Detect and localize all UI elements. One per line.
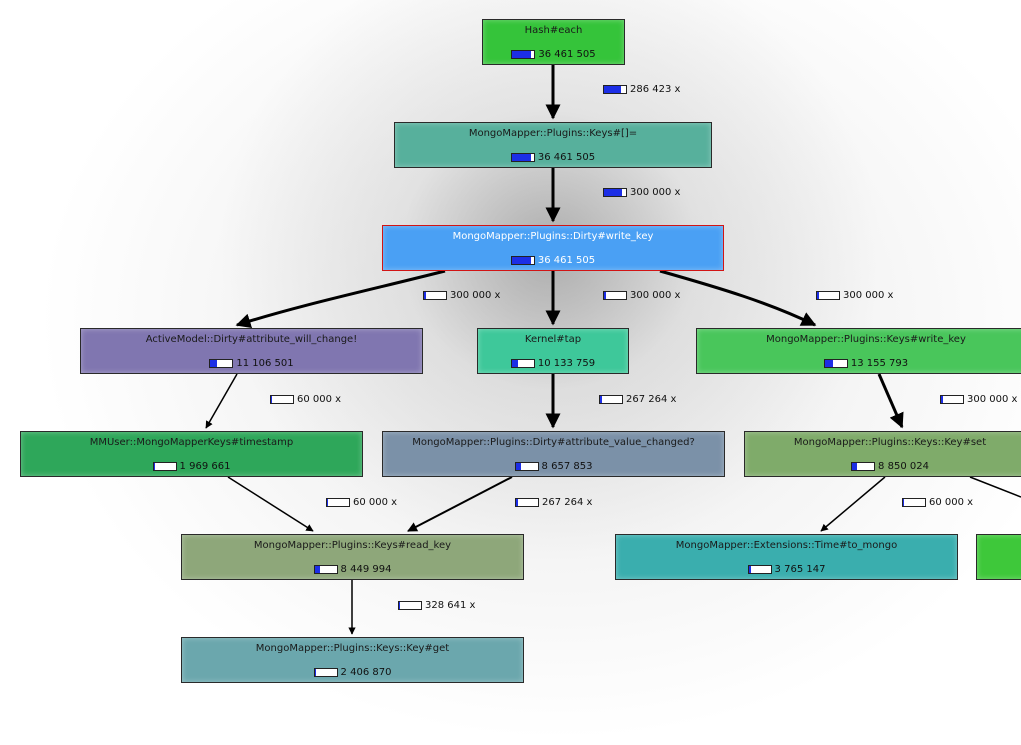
node-name: MongoMapper::Plugins::Dirty#write_key	[452, 231, 654, 242]
node-name: MMUser::MongoMapperKeys#timestamp	[89, 437, 294, 448]
edge-count-bar	[603, 187, 627, 197]
edge-label: 267 264 x	[515, 497, 592, 509]
node-count: 8 657 853	[541, 461, 593, 472]
node-name: MongoMapper::Plugins::Keys#[]=	[468, 128, 638, 139]
node-timestamp[interactable]: MMUser::MongoMapperKeys#timestamp 1 969 …	[20, 431, 363, 477]
edge-label: 300 000 x	[603, 290, 680, 302]
call-count-bar	[313, 564, 338, 574]
node-count: 2 406 870	[340, 667, 392, 678]
node-name: Kernel#tap	[524, 334, 582, 345]
node-count: 11 106 501	[236, 358, 294, 369]
edge-label: 60 000 x	[270, 394, 341, 406]
edge-key-set-to-offscreen-node[interactable]	[969, 476, 1021, 498]
node-count: 13 155 793	[850, 358, 909, 369]
edge-label: 60 000 x	[326, 497, 397, 509]
edge-attribute-will-change-to-timestamp[interactable]	[205, 373, 238, 429]
node-dirty-write-key[interactable]: MongoMapper::Plugins::Dirty#write_key 36…	[382, 225, 724, 271]
edge-attribute-value-changed-to-read-key[interactable]	[407, 476, 513, 532]
edge-label: 267 264 x	[599, 394, 676, 406]
node-attribute-value-changed[interactable]: MongoMapper::Plugins::Dirty#attribute_va…	[382, 431, 725, 477]
call-count-bar	[823, 358, 848, 368]
node-time-to-mongo[interactable]: MongoMapper::Extensions::Time#to_mongo 3…	[615, 534, 958, 580]
edge-count-bar	[902, 497, 926, 507]
node-kernel-tap[interactable]: Kernel#tap 10 133 759	[477, 328, 629, 374]
node-count: 36 461 505	[537, 255, 596, 266]
node-name: MongoMapper::Plugins::Keys::Key#get	[255, 643, 450, 654]
node-count: 10 133 759	[537, 358, 596, 369]
call-count-bar	[511, 49, 536, 59]
node-count: 36 461 505	[537, 152, 596, 163]
node-hash-each[interactable]: Hash#each 36 461 505	[482, 19, 625, 65]
node-name: MongoMapper::Plugins::Keys#write_key	[766, 334, 966, 345]
edge-label: 60 000 x	[902, 497, 973, 509]
call-count-bar	[514, 461, 539, 471]
call-count-bar	[851, 461, 876, 471]
call-count-bar	[510, 255, 535, 265]
node-name: ActiveModel::Dirty#attribute_will_change…	[145, 334, 358, 345]
node-key-get[interactable]: MongoMapper::Plugins::Keys::Key#get 2 40…	[181, 637, 524, 683]
node-count: 36 461 505	[538, 49, 596, 60]
node-keys-write-key[interactable]: MongoMapper::Plugins::Keys#write_key 13 …	[696, 328, 1021, 374]
edge-label: 300 000 x	[423, 290, 500, 302]
edge-label: 328 641 x	[398, 600, 475, 612]
edge-label: 286 423 x	[603, 84, 680, 96]
edge-count-bar	[423, 290, 447, 300]
node-attribute-will-change[interactable]: ActiveModel::Dirty#attribute_will_change…	[80, 328, 423, 374]
edge-count-bar	[599, 394, 623, 404]
node-keys-assign[interactable]: MongoMapper::Plugins::Keys#[]= 36 461 50…	[394, 122, 712, 168]
call-count-bar	[510, 152, 535, 162]
node-name: Hash#each	[524, 25, 583, 36]
edge-label: 300 000 x	[816, 290, 893, 302]
edge-keys-write-key-to-key-set[interactable]	[877, 373, 904, 429]
edge-count-bar	[940, 394, 964, 404]
node-count: 3 765 147	[774, 564, 826, 575]
call-count-bar	[152, 461, 177, 471]
edge-count-bar	[270, 394, 294, 404]
node-key-set[interactable]: MongoMapper::Plugins::Keys::Key#set 8 85…	[744, 431, 1021, 477]
edge-count-bar	[603, 290, 627, 300]
node-count: 8 850 024	[878, 461, 929, 472]
call-count-bar	[313, 667, 338, 677]
edge-write-key-to-keys-write-key[interactable]	[659, 269, 817, 327]
edge-key-set-to-time-to-mongo[interactable]	[820, 476, 886, 532]
edge-write-key-to-attribute-will-change[interactable]	[235, 269, 446, 329]
edge-count-bar	[326, 497, 350, 507]
node-name: MongoMapper::Extensions::Time#to_mongo	[675, 540, 898, 551]
call-count-bar	[747, 564, 772, 574]
edge-label: 300 000 x	[603, 187, 680, 199]
edge-timestamp-to-read-key[interactable]	[227, 476, 314, 532]
node-offscreen[interactable]	[976, 534, 1021, 580]
node-read-key[interactable]: MongoMapper::Plugins::Keys#read_key 8 44…	[181, 534, 524, 580]
edge-count-bar	[816, 290, 840, 300]
node-name: MongoMapper::Plugins::Keys::Key#set	[793, 437, 987, 448]
node-name: MongoMapper::Plugins::Keys#read_key	[253, 540, 452, 551]
node-name: MongoMapper::Plugins::Dirty#attribute_va…	[412, 437, 695, 448]
node-count: 8 449 994	[340, 564, 392, 575]
edge-count-bar	[515, 497, 539, 507]
edge-label: 300 000 x	[940, 394, 1017, 406]
call-count-bar	[510, 358, 535, 368]
edge-count-bar	[603, 84, 627, 94]
node-count: 1 969 661	[179, 461, 231, 472]
call-count-bar	[209, 358, 234, 368]
edge-count-bar	[398, 600, 422, 610]
